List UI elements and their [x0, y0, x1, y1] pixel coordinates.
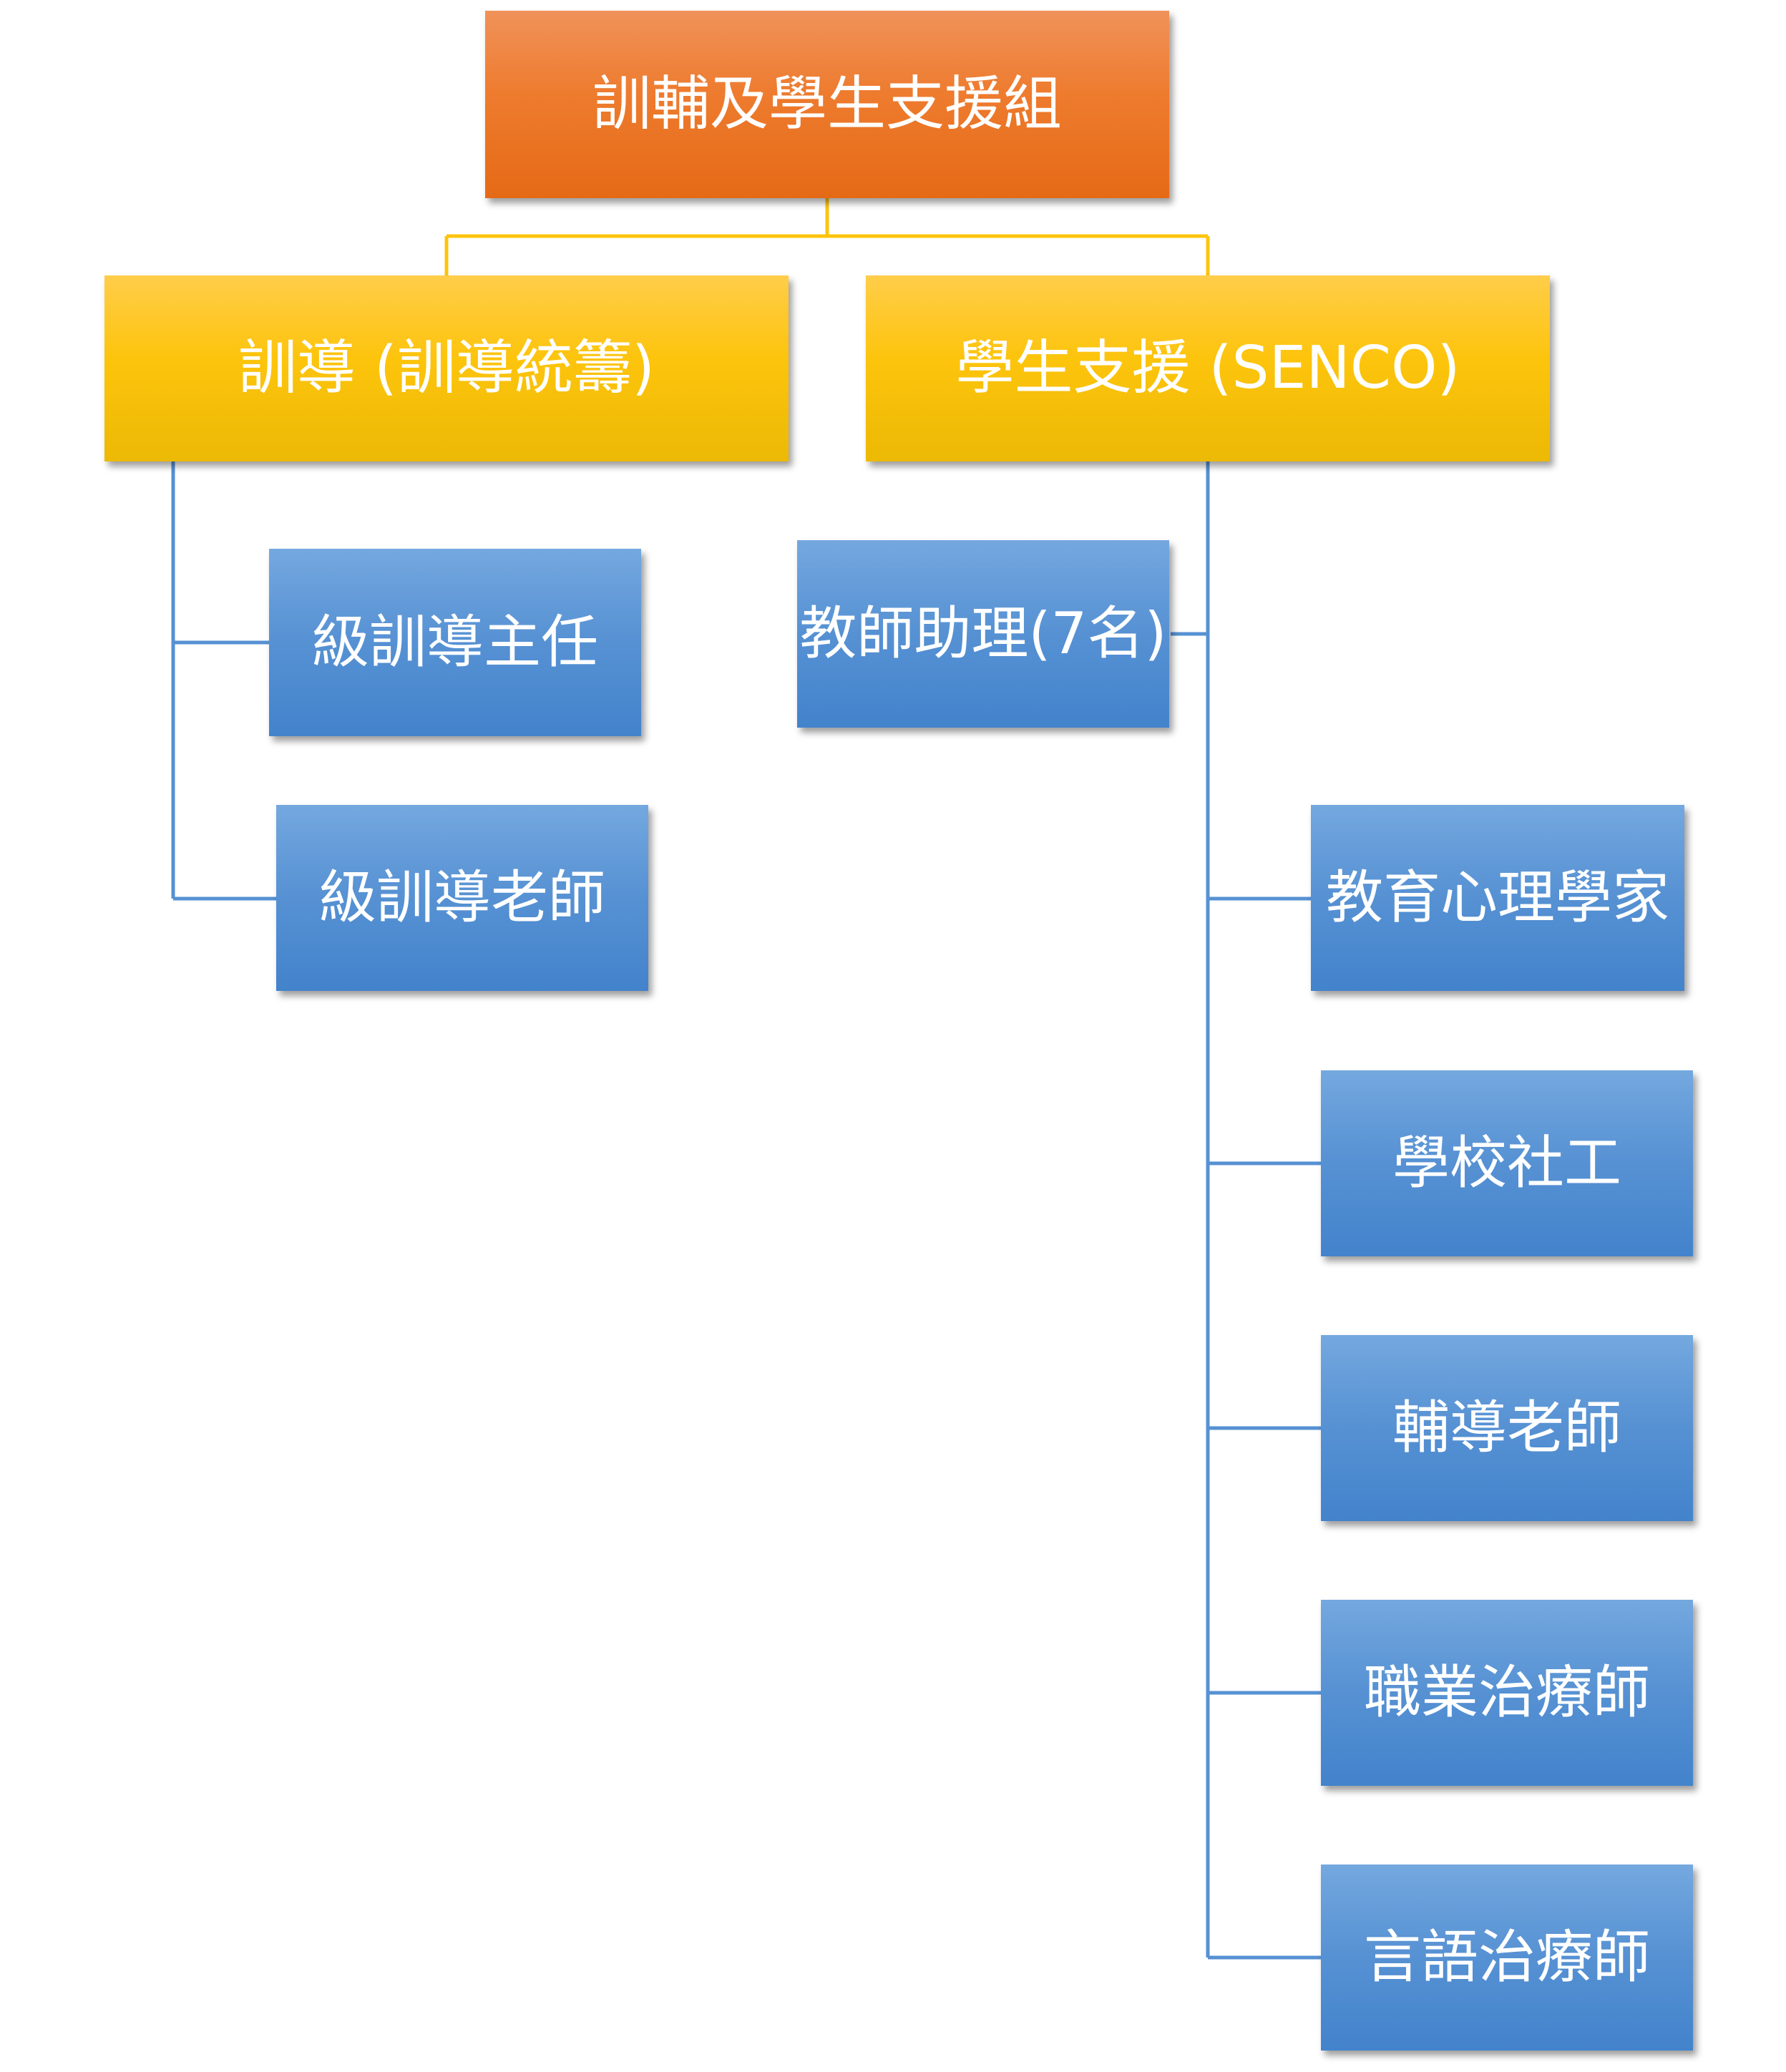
occupational-therapist-label: 職業治療師: [1364, 1659, 1650, 1726]
discipline-node: 訓導 (訓導統籌): [104, 275, 789, 461]
counselor-node: 輔導老師: [1321, 1335, 1693, 1521]
root-node: 訓輔及學生支援組: [485, 11, 1169, 198]
social-worker-label: 學校社工: [1392, 1130, 1621, 1196]
discipline-connectors: [171, 461, 276, 901]
teaching-assistant-node: 教師助理(7名): [797, 540, 1169, 728]
support-connectors: [1171, 461, 1321, 1960]
speech-therapist-label: 言語治療師: [1364, 1924, 1650, 1990]
occupational-therapist-node: 職業治療師: [1321, 1600, 1693, 1786]
social-worker-node: 學校社工: [1321, 1070, 1693, 1256]
root-node-label: 訓輔及學生支援組: [592, 70, 1062, 138]
psychologist-label: 教育心理學家: [1326, 864, 1669, 931]
discipline-node-label: 訓導 (訓導統籌): [238, 334, 655, 402]
discipline-head-label: 級訓導主任: [312, 609, 598, 675]
root-connectors: [444, 198, 1210, 275]
support-node-label: 學生支援 (SENCO): [955, 334, 1460, 402]
counselor-label: 輔導老師: [1392, 1394, 1621, 1461]
discipline-teacher-node: 級訓導老師: [276, 805, 648, 991]
support-node: 學生支援 (SENCO): [866, 275, 1550, 461]
speech-therapist-node: 言語治療師: [1321, 1865, 1693, 2051]
teaching-assistant-label: 教師助理(7名): [799, 600, 1167, 667]
discipline-teacher-label: 級訓導老師: [319, 864, 605, 931]
discipline-head-node: 級訓導主任: [269, 549, 641, 736]
psychologist-node: 教育心理學家: [1311, 805, 1684, 991]
